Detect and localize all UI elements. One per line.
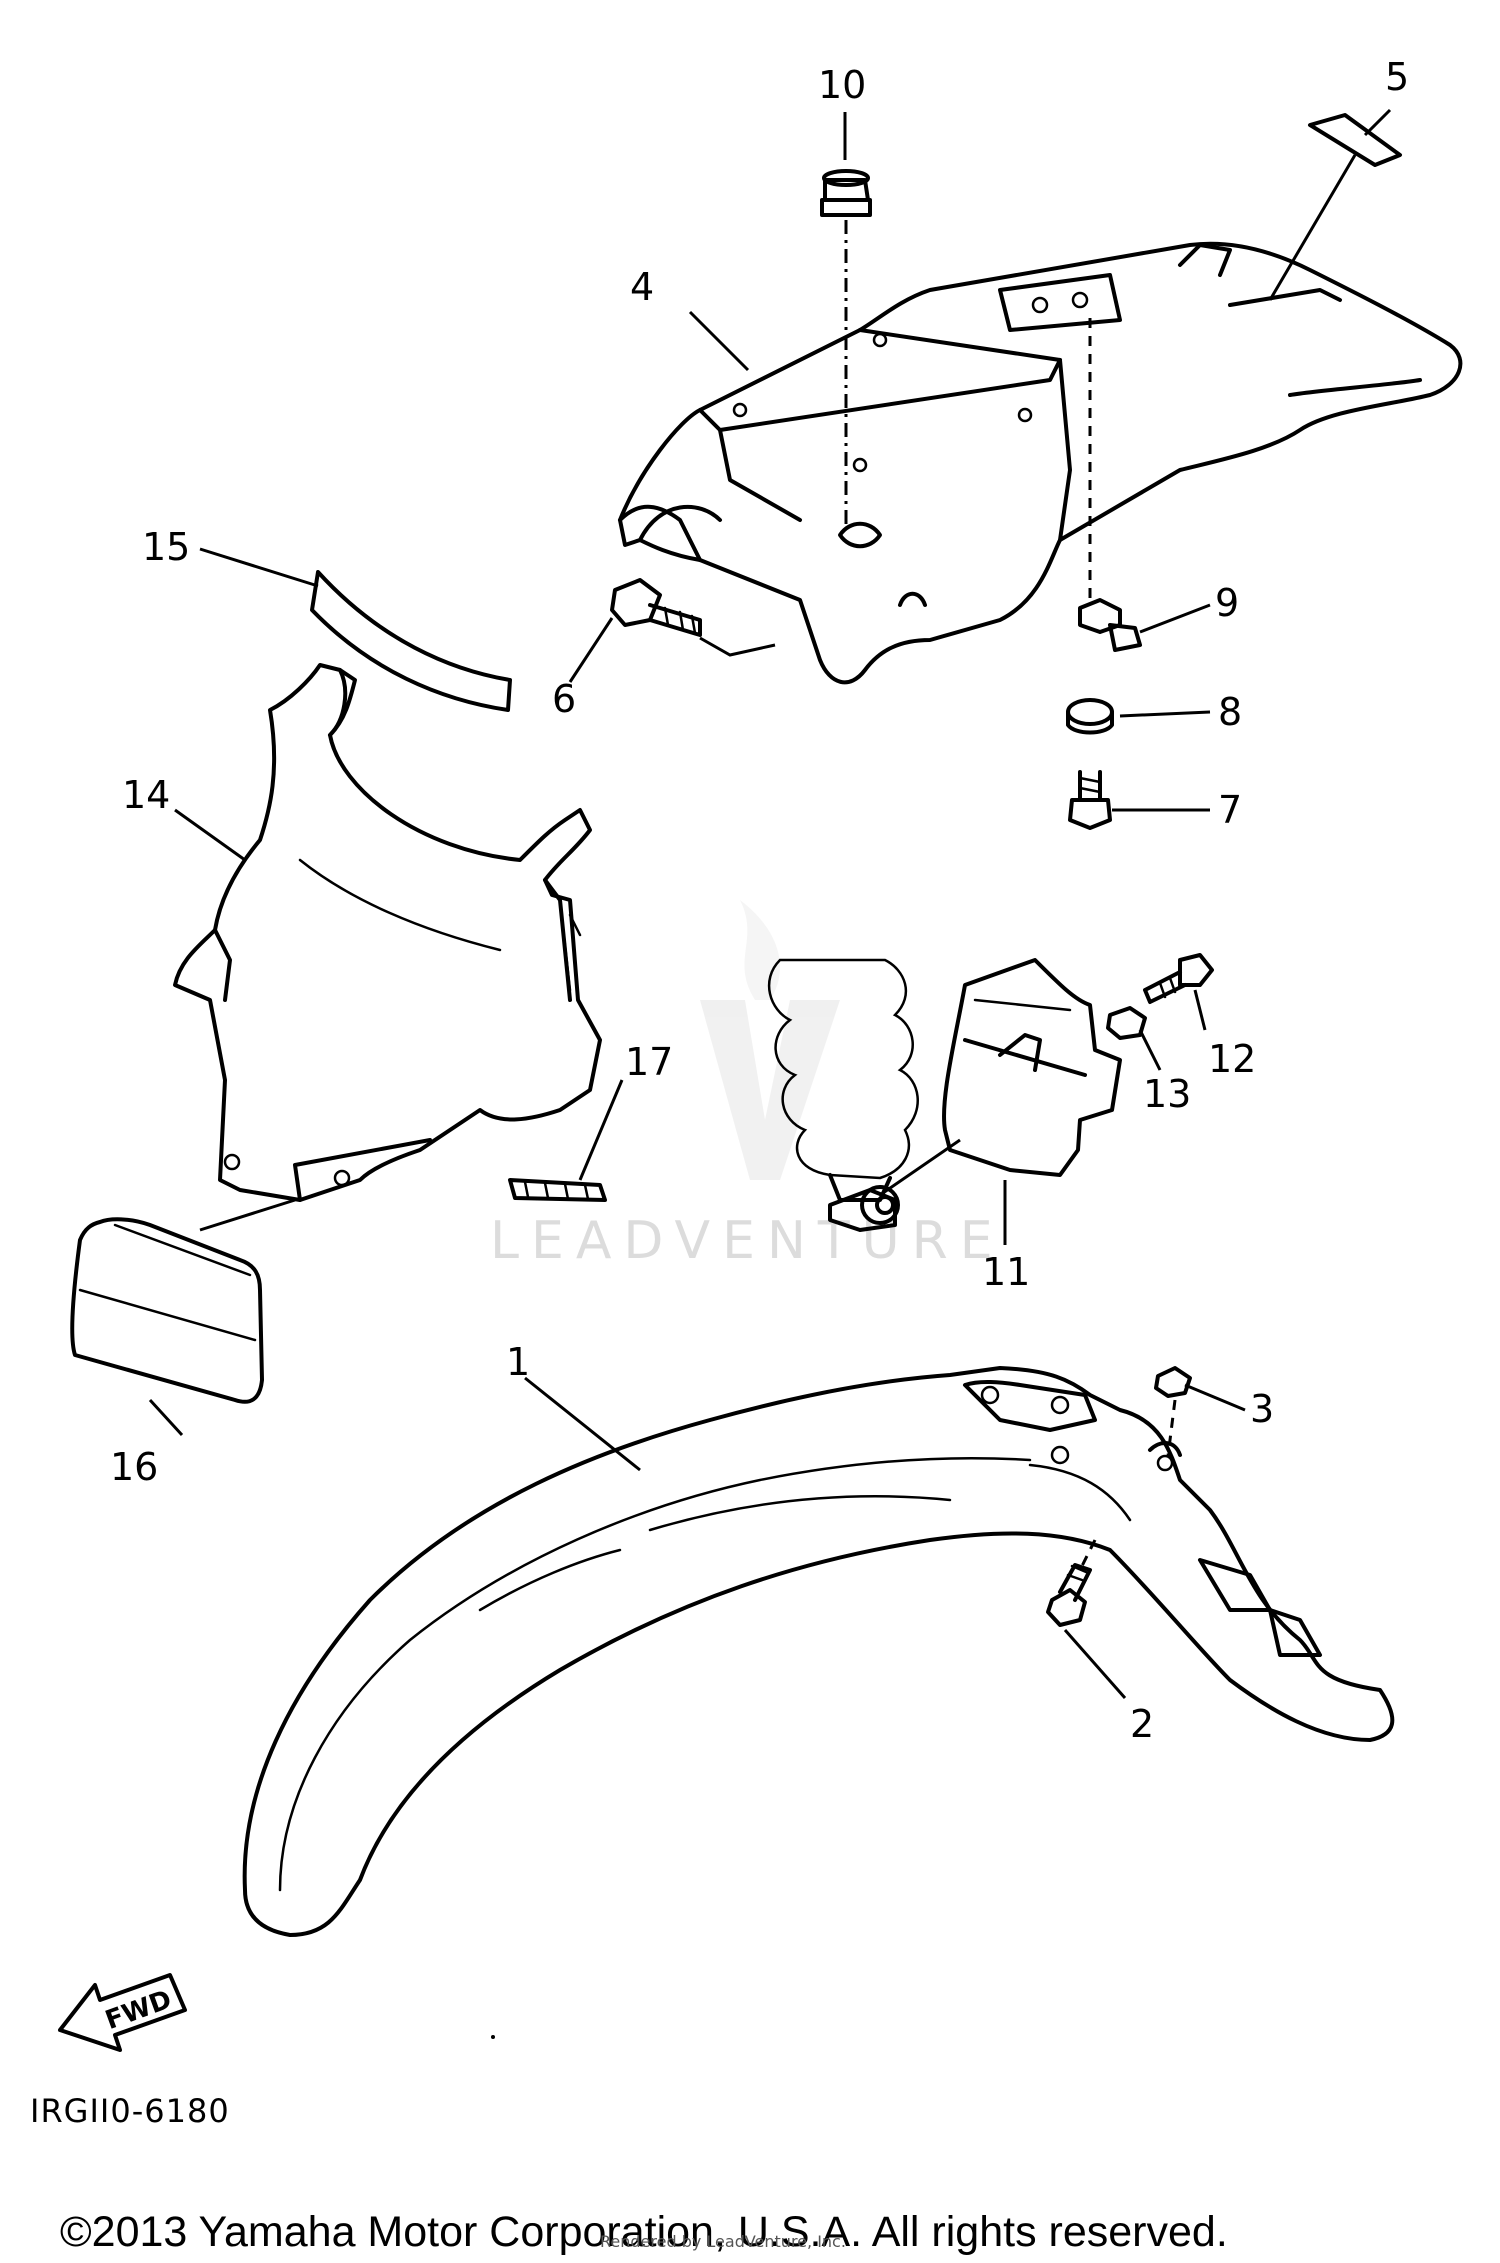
callout-9: 9 (1215, 581, 1239, 625)
copyright-notice: ©2013 Yamaha Motor Corporation, U.S.A. A… (60, 2208, 1228, 2256)
part-12-bolt (1143, 953, 1214, 1004)
part-8-collar (1066, 698, 1114, 735)
part-5-plate (1308, 113, 1402, 167)
callout-5: 5 (1385, 55, 1409, 99)
part-16-cover (70, 1217, 264, 1404)
callout-14: 14 (122, 773, 170, 817)
part-11-bracket (942, 958, 1122, 1177)
watermark-text: LEADVENTURE (490, 1211, 1005, 1271)
rendered-by-note: Rendered by LeadVenture, Inc. (600, 2232, 846, 2251)
part-3-nut (1154, 1366, 1192, 1398)
diagram-code: IRGII0-6180 (30, 2092, 230, 2130)
callout-17: 17 (625, 1040, 673, 1084)
part-1-rear-fender (242, 1366, 1395, 1937)
callout-3: 3 (1250, 1387, 1274, 1431)
callout-10: 10 (818, 63, 866, 107)
part-10-grommet (820, 169, 872, 217)
part-7-bolt (1068, 770, 1112, 830)
part-15-strip (310, 570, 512, 712)
shock-absorber-reference (767, 958, 919, 1232)
callout-16: 16 (110, 1445, 158, 1489)
callout-2: 2 (1130, 1702, 1154, 1746)
callout-1: 1 (506, 1340, 530, 1384)
part-17-clip (508, 1178, 607, 1202)
part-14-inner-fender (173, 663, 602, 1202)
callout-11: 11 (982, 1250, 1030, 1294)
leader-lines (148, 108, 1392, 1699)
fwd-arrow-icon: FWD (58, 1973, 187, 2052)
stray-dot (491, 2035, 495, 2039)
part-4-rear-cover (618, 241, 1463, 685)
watermark-logo (700, 900, 840, 1180)
callout-6: 6 (552, 677, 576, 721)
callout-labels: 10 5 4 15 6 9 8 7 14 12 13 17 11 1 3 16 … (110, 55, 1409, 1746)
part-2-bolt (1046, 1563, 1092, 1627)
callout-12: 12 (1208, 1037, 1256, 1081)
callout-4: 4 (630, 265, 654, 309)
callout-8: 8 (1218, 690, 1242, 734)
callout-7: 7 (1218, 788, 1242, 832)
callout-15: 15 (142, 525, 190, 569)
callout-13: 13 (1143, 1072, 1191, 1116)
part-9-clip-nut (1078, 598, 1142, 652)
part-6-bolt (610, 578, 702, 637)
part-13-washer (1106, 1006, 1147, 1040)
